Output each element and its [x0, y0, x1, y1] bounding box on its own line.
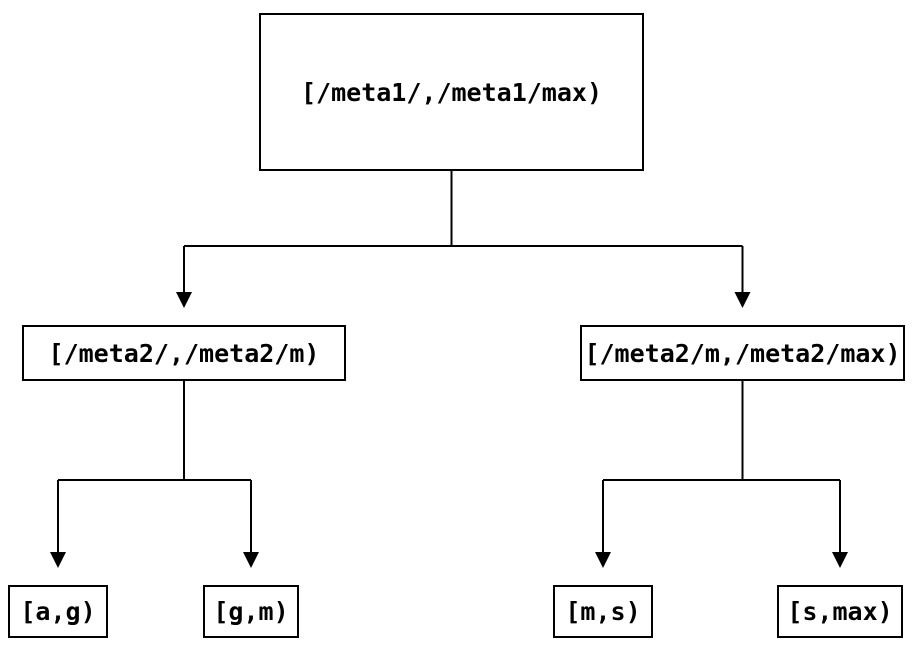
- edge-right-to-leaves: [602, 381, 841, 553]
- node-root: [/meta1/,/meta1/max): [259, 13, 644, 171]
- edge-root-to-children: [183, 171, 744, 293]
- node-leaf-a-g-label: [a,g): [20, 597, 96, 626]
- node-leaf-g-m-label: [g,m): [213, 597, 289, 626]
- arrowhead-to-leaf-gm: [243, 552, 259, 568]
- arrowhead-to-left-node: [176, 292, 192, 308]
- node-level2-right: [/meta2/m,/meta2/max): [580, 325, 905, 381]
- node-leaf-s-max: [s,max): [777, 585, 903, 638]
- node-level2-left-label: [/meta2/,/meta2/m): [48, 338, 320, 368]
- node-leaf-m-s-label: [m,s): [565, 597, 641, 626]
- node-leaf-s-max-label: [s,max): [787, 597, 893, 626]
- arrowhead-to-leaf-ag: [50, 552, 66, 568]
- arrowhead-to-leaf-ms: [595, 552, 611, 568]
- node-level2-left: [/meta2/,/meta2/m): [22, 325, 346, 381]
- node-leaf-g-m: [g,m): [203, 585, 299, 638]
- node-root-label: [/meta1/,/meta1/max): [300, 77, 603, 107]
- arrowhead-to-leaf-smax: [832, 552, 848, 568]
- edge-left-to-leaves: [57, 381, 252, 553]
- arrowhead-to-right-node: [734, 292, 751, 308]
- node-leaf-a-g: [a,g): [8, 585, 108, 638]
- node-level2-right-label: [/meta2/m,/meta2/max): [584, 338, 901, 368]
- node-leaf-m-s: [m,s): [553, 585, 653, 638]
